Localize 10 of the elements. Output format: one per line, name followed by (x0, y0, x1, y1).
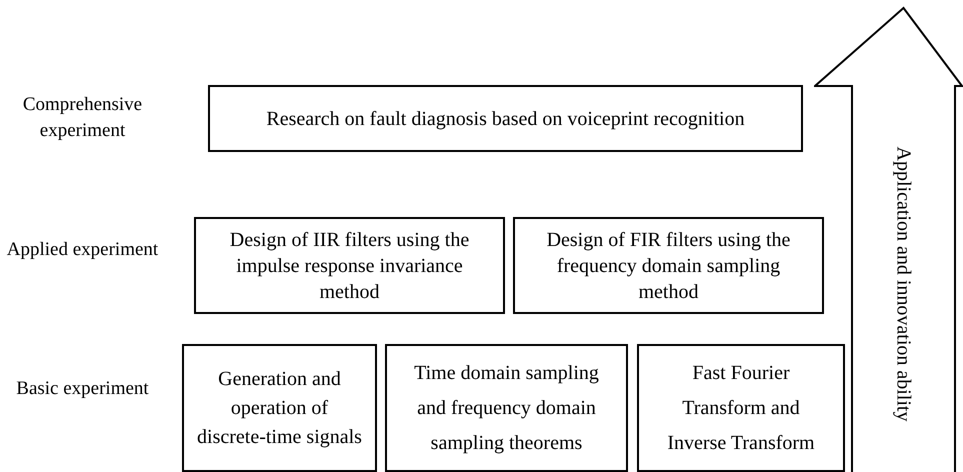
row-label: Applied experiment (6, 238, 160, 262)
process-box: Generation and operation of discrete-time signals (182, 344, 377, 472)
process-box: Design of IIR filters using the impulse response invariance method (194, 217, 505, 314)
process-box: Fast Fourier Transform and Inverse Transform (637, 344, 845, 472)
vertical-label: Application and innovation ability (892, 146, 916, 422)
row-label: Comprehensive experiment (22, 93, 144, 143)
process-box: Time domain sampling and frequency domain sampling theorems (385, 344, 628, 472)
row-label: Basic experiment (15, 377, 150, 401)
process-box: Design of FIR filters using the frequency domain sampling method (513, 217, 824, 314)
process-box: Research on fault diagnosis based on voiceprint recognition (208, 85, 803, 152)
